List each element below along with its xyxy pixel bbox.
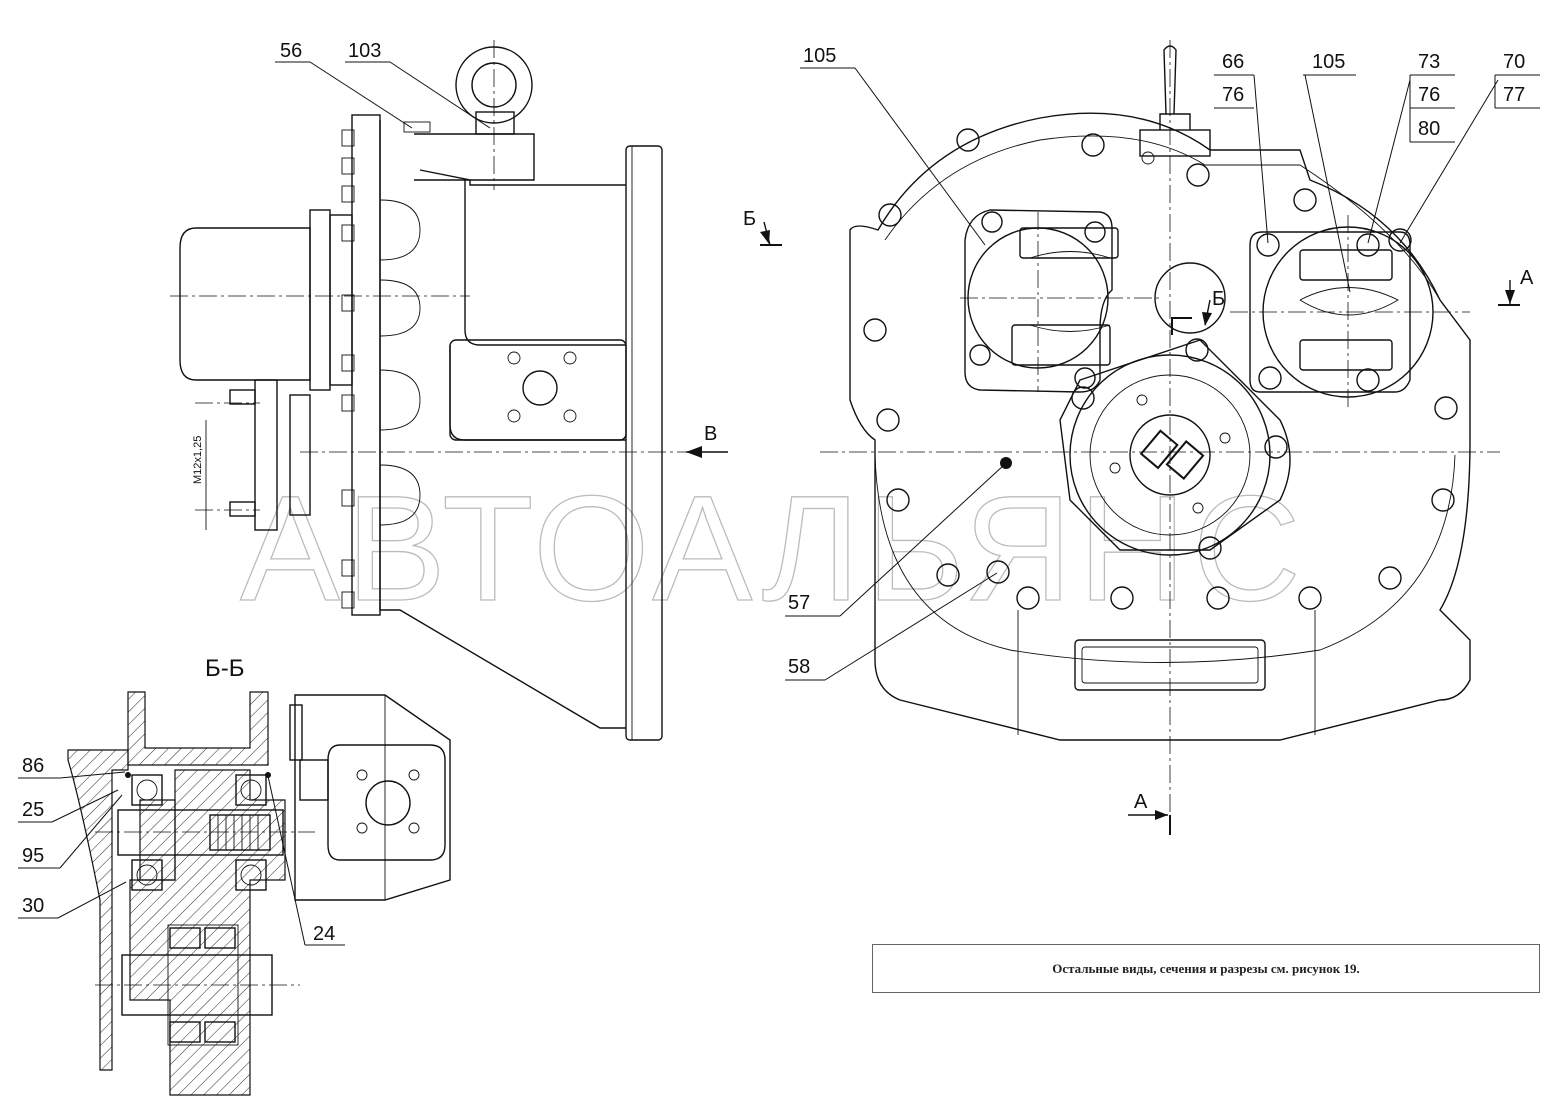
- callout-105-right: 105: [1312, 51, 1345, 73]
- housing-bolts: [863, 128, 1458, 610]
- side-view: M12x1,25 В: [170, 40, 728, 741]
- callout-30: 30: [22, 895, 44, 917]
- callout-103: 103: [348, 40, 381, 62]
- note-box: Остальные виды, сечения и разрезы см. ри…: [872, 944, 1540, 993]
- section-title: Б-Б: [205, 655, 245, 682]
- section-b-b: Б-Б: [67, 655, 451, 1096]
- cut-a-bottom-label: А: [1134, 791, 1148, 813]
- callout-57: 57: [788, 592, 810, 614]
- cut-a-right-label: А: [1520, 267, 1534, 289]
- cut-b-center-label: Б: [1212, 288, 1225, 310]
- front-view: А А Б Б: [743, 40, 1534, 835]
- callouts-front-view: 105 105 66 76 73 76 80 70 77 57 58: [785, 45, 1540, 681]
- callout-105-left: 105: [803, 45, 836, 67]
- callout-24: 24: [313, 923, 335, 945]
- watermark: АВТОАЛЬЯНС: [240, 464, 1307, 632]
- callout-95: 95: [22, 845, 44, 867]
- callout-76-a: 76: [1222, 84, 1244, 106]
- callouts-section: 86 25 95 30 24: [18, 755, 345, 946]
- callout-56: 56: [280, 40, 302, 62]
- callout-77: 77: [1503, 84, 1525, 106]
- callouts-side-view: 56 103: [275, 40, 491, 133]
- view-b-label: В: [704, 423, 717, 445]
- callout-80: 80: [1418, 118, 1440, 140]
- callout-86: 86: [22, 755, 44, 777]
- dimension-label: M12x1,25: [192, 436, 204, 484]
- callout-73: 73: [1418, 51, 1440, 73]
- callout-66: 66: [1222, 51, 1244, 73]
- cut-b-left-label: Б: [743, 208, 756, 230]
- callout-25: 25: [22, 799, 44, 821]
- callout-70: 70: [1503, 51, 1525, 73]
- callout-58: 58: [788, 656, 810, 678]
- callout-76-b: 76: [1418, 84, 1440, 106]
